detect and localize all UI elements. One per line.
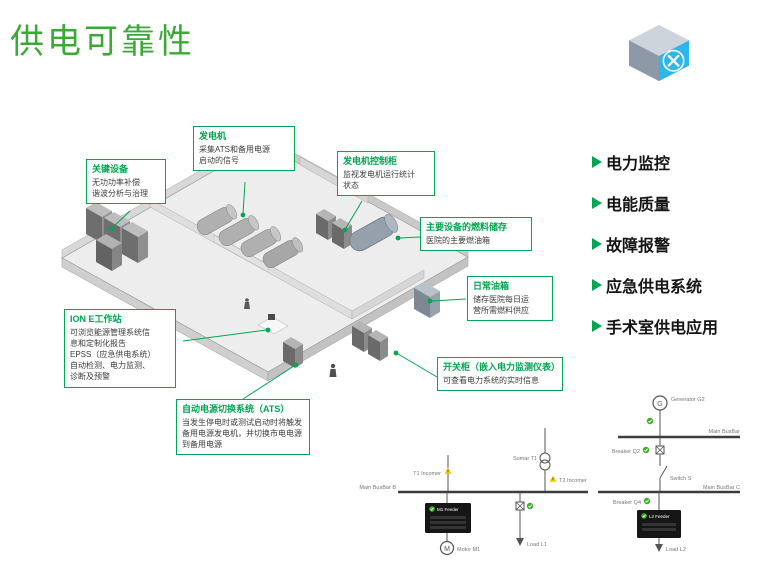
sld-label-t2-incomer: T2 Incomer <box>559 478 587 484</box>
sld-label-bus-c: Main BusBar C <box>703 485 740 491</box>
callout-title: 开关柜（嵌入电力监测仪表） <box>443 362 561 372</box>
sld-label-t1-incomer: T1 Incomer <box>413 471 441 477</box>
ats-cabinets <box>283 337 303 368</box>
status-ok-icon <box>526 502 534 510</box>
sld-label-load-l1: Load L1 <box>527 542 547 548</box>
generator-units <box>196 204 304 268</box>
status-ok-icon <box>643 497 651 505</box>
status-warning-icon <box>444 467 452 474</box>
switchgear-cabinets <box>352 321 388 361</box>
arrow-bullet-icon <box>592 320 602 332</box>
bullet-label: 故障报警 <box>606 238 671 255</box>
bullet-label: 应急供电系统 <box>606 279 703 296</box>
person-figure <box>244 298 250 309</box>
m1-feeder-panel: M1 Feeder <box>425 503 471 533</box>
bullet-label: 电能质量 <box>606 197 671 214</box>
bullet-item-fault-alarm: 故障报警 <box>592 232 718 256</box>
sld-label-switch: Switch S <box>670 476 692 482</box>
fuel-tank <box>349 214 399 252</box>
status-ok-icon <box>642 446 650 454</box>
callout-body: 无功功率补偿 谐波分析与治理 <box>92 177 148 198</box>
callout-body: 采集ATS和备用电源 启动的信号 <box>199 144 270 165</box>
callout-title: 主要设备的燃料储存 <box>426 222 508 232</box>
bullet-item-power-monitoring: 电力监控 <box>592 150 718 174</box>
callout-body: 医院的主要燃油箱 <box>426 235 490 245</box>
callout-title: ION E工作站 <box>70 314 122 324</box>
sld-label-breaker-q4: Breaker Q4 <box>613 500 641 506</box>
callout-anchor-dots <box>108 212 433 368</box>
sld-label-load-l2: Load L2 <box>666 547 686 553</box>
bullet-label: 手术室供电应用 <box>606 320 719 337</box>
sld-label-transformer: Sumar T1 <box>513 456 537 462</box>
sld-label-l2-feeder: L2 Feeder <box>649 514 670 519</box>
callout-body: 储存医院每日运 营所需燃料供应 <box>473 294 529 315</box>
callout-generator-control: 发电机控制柜 监视发电机运行统计 状态 <box>337 151 435 196</box>
callout-title: 自动电源切换系统（ATS） <box>182 404 290 414</box>
transformer-symbol <box>539 452 551 464</box>
equipment-racks <box>86 202 148 271</box>
callout-generator: 发电机 采集ATS和备用电源 启动的信号 <box>193 126 295 171</box>
callout-body: 监视发电机运行统计 状态 <box>343 169 415 190</box>
sld-label-generator: Generator G2 <box>671 397 705 403</box>
callout-body: 当发生停电时或测试启动时将触发 备用电源发电机，并切换市电电源 到备用电源 <box>182 417 302 449</box>
callout-body: 可浏览能源管理系统信 息和定制化报告 EPSS（应急供电系统） 自动检测、电力监… <box>70 327 156 382</box>
callout-leader-lines <box>111 181 467 400</box>
arrow-bullet-icon <box>592 197 602 209</box>
bullet-item-power-quality: 电能质量 <box>592 191 718 215</box>
callout-title: 发电机 <box>199 131 227 141</box>
sld-label-main-busbar: Main BusBar <box>709 429 741 435</box>
status-ok-icon <box>429 506 435 512</box>
load-arrow <box>655 544 663 552</box>
single-line-diagram: G Generator G2 Main BusBar Breaker Q2 Sw… <box>359 395 741 556</box>
sld-label-breaker-q2: Breaker Q2 <box>612 449 640 455</box>
status-ok-icon <box>646 417 654 425</box>
callout-ion-workstation: ION E工作站 可浏览能源管理系统信 息和定制化报告 EPSS（应急供电系统）… <box>64 309 176 388</box>
motor-symbol-letter: M <box>444 546 450 553</box>
cube-left-face <box>628 40 659 82</box>
bullet-label: 电力监控 <box>606 156 671 173</box>
arrow-bullet-icon <box>592 279 602 291</box>
callout-fuel-storage: 主要设备的燃料储存 医院的主要燃油箱 <box>420 217 532 251</box>
l2-feeder-panel: L2 Feeder <box>637 510 681 538</box>
callout-title: 日常油箱 <box>473 281 510 291</box>
status-ok-icon <box>641 513 647 519</box>
motor-symbol <box>439 540 455 556</box>
tools-circle <box>662 49 685 72</box>
arrow-bullet-icon <box>592 156 602 168</box>
callout-title: 关键设备 <box>92 164 129 174</box>
status-warning-icon <box>549 475 557 482</box>
sld-label-motor: Motor M1 <box>457 547 480 553</box>
callout-key-equipment: 关键设备 无功功率补偿 谐波分析与治理 <box>86 159 166 204</box>
page-title: 供电可靠性 <box>10 22 195 62</box>
load-arrow <box>516 538 524 546</box>
callout-daily-tank: 日常油箱 储存医院每日运 营所需燃料供应 <box>467 276 553 321</box>
sld-label-bus-b: Main BusBar B <box>359 485 396 491</box>
bullet-item-emergency-power: 应急供电系统 <box>592 273 718 297</box>
sld-label-m1-feeder: M1 Feeder <box>437 507 459 512</box>
screwdriver-icon <box>667 54 680 67</box>
feature-bullet-list: 电力监控 电能质量 故障报警 应急供电系统 手术室供电应用 <box>592 150 718 355</box>
callout-switchgear: 开关柜（嵌入电力监测仪表） 可查看电力系统的实时信息 <box>437 357 563 391</box>
callout-title: 发电机控制柜 <box>343 156 398 166</box>
callout-body: 可查看电力系统的实时信息 <box>443 375 539 385</box>
person-figure <box>329 363 337 377</box>
switch-symbol <box>659 465 668 479</box>
arrow-bullet-icon <box>592 238 602 250</box>
generator-symbol-letter: G <box>657 401 662 408</box>
daily-fuel-tank <box>414 282 440 318</box>
bullet-item-operating-room-power: 手术室供电应用 <box>592 314 718 338</box>
callout-ats: 自动电源切换系统（ATS） 当发生停电时或测试启动时将触发 备用电源发电机，并切… <box>176 399 310 456</box>
tools-cube-icon <box>628 24 690 82</box>
